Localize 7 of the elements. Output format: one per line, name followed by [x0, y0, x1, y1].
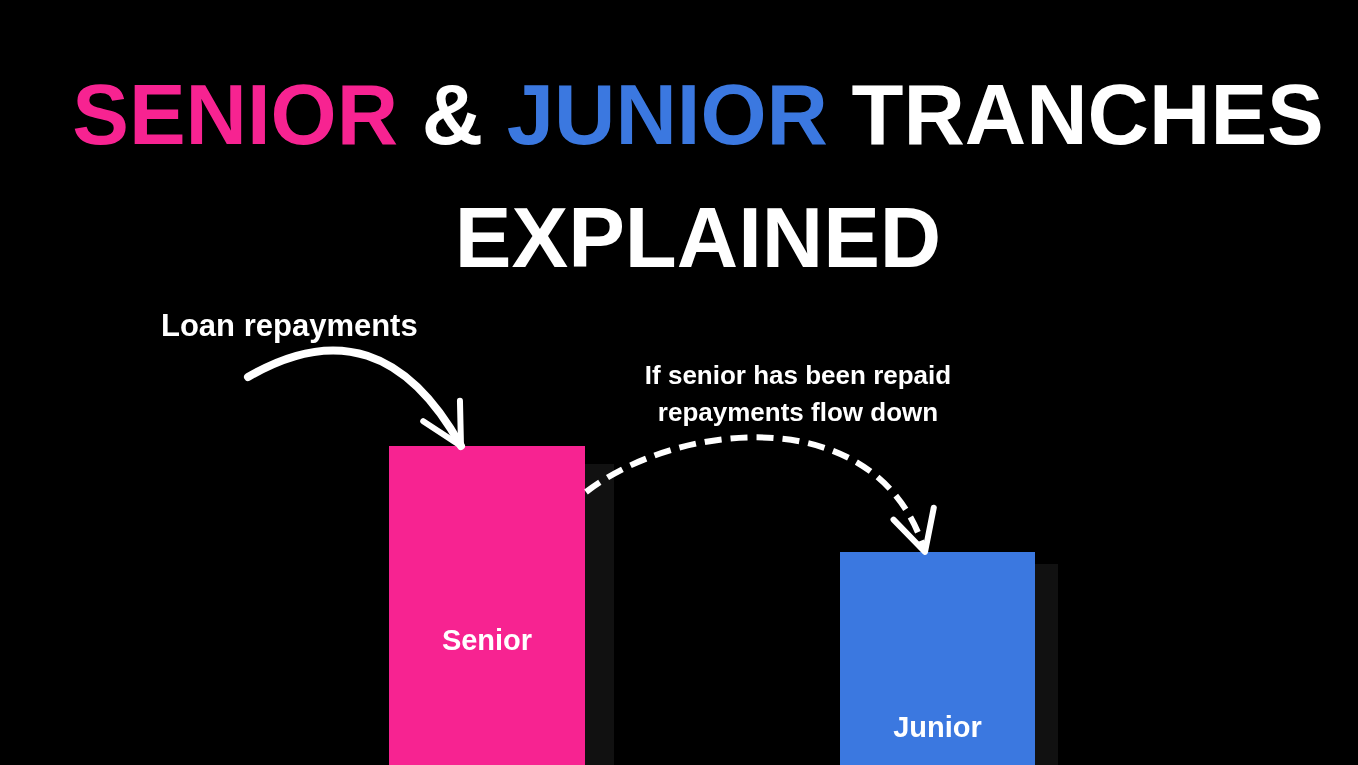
title: SENIOR & JUNIOR TRANCHES EXPLAINED	[71, 66, 1325, 287]
bar-label: Junior	[892, 710, 983, 744]
flow-source-text: Loan repayments	[161, 308, 418, 344]
tranche-bar	[389, 446, 585, 765]
tranche-bar	[840, 552, 1035, 765]
bar-label: Senior	[440, 623, 534, 657]
curved-arrow	[244, 346, 465, 450]
